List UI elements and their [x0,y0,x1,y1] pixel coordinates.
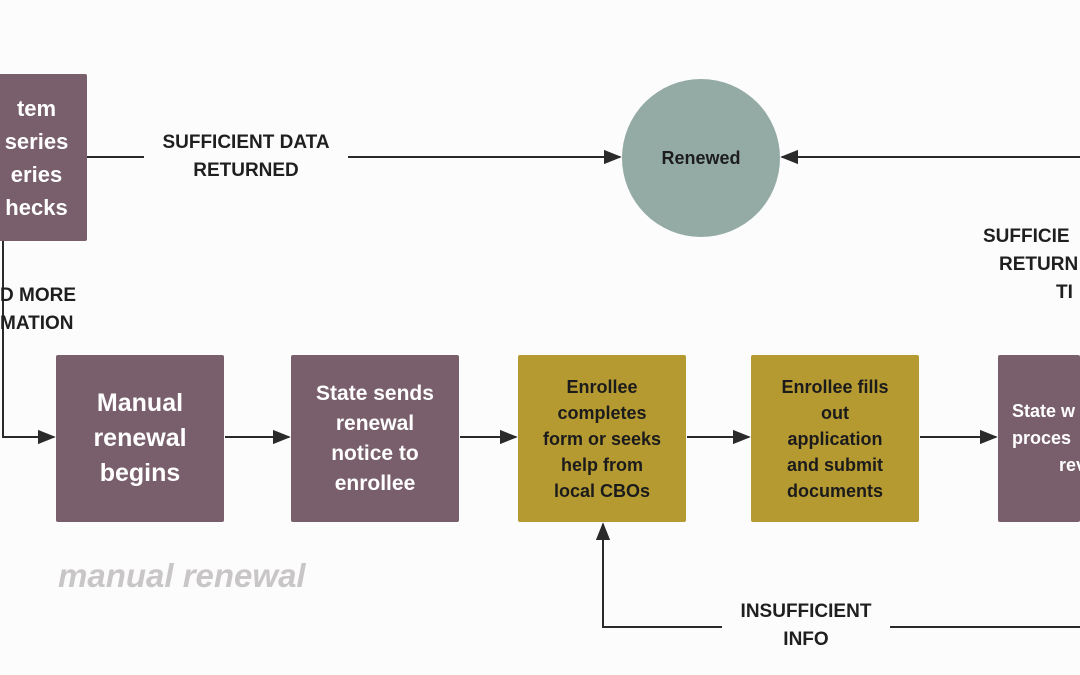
renewed-circle: Renewed [622,79,780,237]
arrow-checks-to-manual [2,241,56,445]
renewed-label: Renewed [661,147,741,168]
enrollee-completes-box: Enrollee completes form or seeks help fr… [518,355,686,522]
state-sends-line: notice to [331,441,419,465]
edge-label-sufficient-right: SUFFICIE RETURN TI [983,223,1080,307]
manual-renewal-line: renewal [93,424,187,452]
enrollee-completes-line: local CBOs [553,480,651,501]
state-sends-line: renewal [335,411,415,435]
enrollee-fills-box: Enrollee fills out application and submi… [751,355,919,522]
system-checks-line: hecks [5,194,68,220]
edge-label-line: TI [1056,282,1073,303]
edge-label-line: MATION [0,313,74,334]
system-checks-line: eries [10,161,63,187]
edge-label-line: SUFFICIENT DATA [162,132,330,153]
enrollee-fills-line: Enrollee fills [781,376,889,397]
system-checks-line: tem [16,95,57,121]
edge-label-line: SUFFICIE [983,226,1070,247]
enrollee-completes-line: completes [557,402,647,423]
enrollee-completes-line: Enrollee [566,376,638,397]
enrollee-fills-line: out [821,402,849,423]
arrow-insufficient-loop [595,522,1080,628]
state-processes-box: State w proces revi [998,355,1080,522]
edge-label-need-more: D MORE MATION [0,282,76,338]
system-checks-line: series [4,128,69,154]
edge-label-line: D MORE [0,285,76,306]
edge-label-line: RETURNED [193,160,299,181]
enrollee-fills-line: and submit [786,454,883,475]
enrollee-fills-line: application [787,428,883,449]
state-sends-notice-box: State sends renewal notice to enrollee [291,355,459,522]
state-sends-line: enrollee [334,471,416,495]
enrollee-fills-line: documents [786,480,883,501]
state-processes-line: revi [1059,455,1080,475]
manual-renewal-line: begins [99,459,181,487]
state-sends-line: State sends [316,381,434,405]
manual-renewal-line: Manual [96,389,184,417]
system-checks-box: tem series eries hecks [0,74,87,241]
edge-label-insufficient-info: INSUFFICIENT INFO [722,598,890,654]
edge-label-sufficient-data: SUFFICIENT DATA RETURNED [144,129,348,185]
edge-label-line: RETURN [999,254,1079,275]
manual-renewal-box: Manual renewal begins [56,355,224,522]
enrollee-completes-line: help from [560,454,643,475]
enrollee-completes-line: form or seeks [542,428,662,449]
state-processes-line: State w [1012,401,1076,421]
state-processes-line: proces [1012,428,1072,448]
section-caption: manual renewal [58,557,306,594]
edge-label-line: INFO [783,629,829,650]
edge-label-line: INSUFFICIENT [740,601,872,622]
